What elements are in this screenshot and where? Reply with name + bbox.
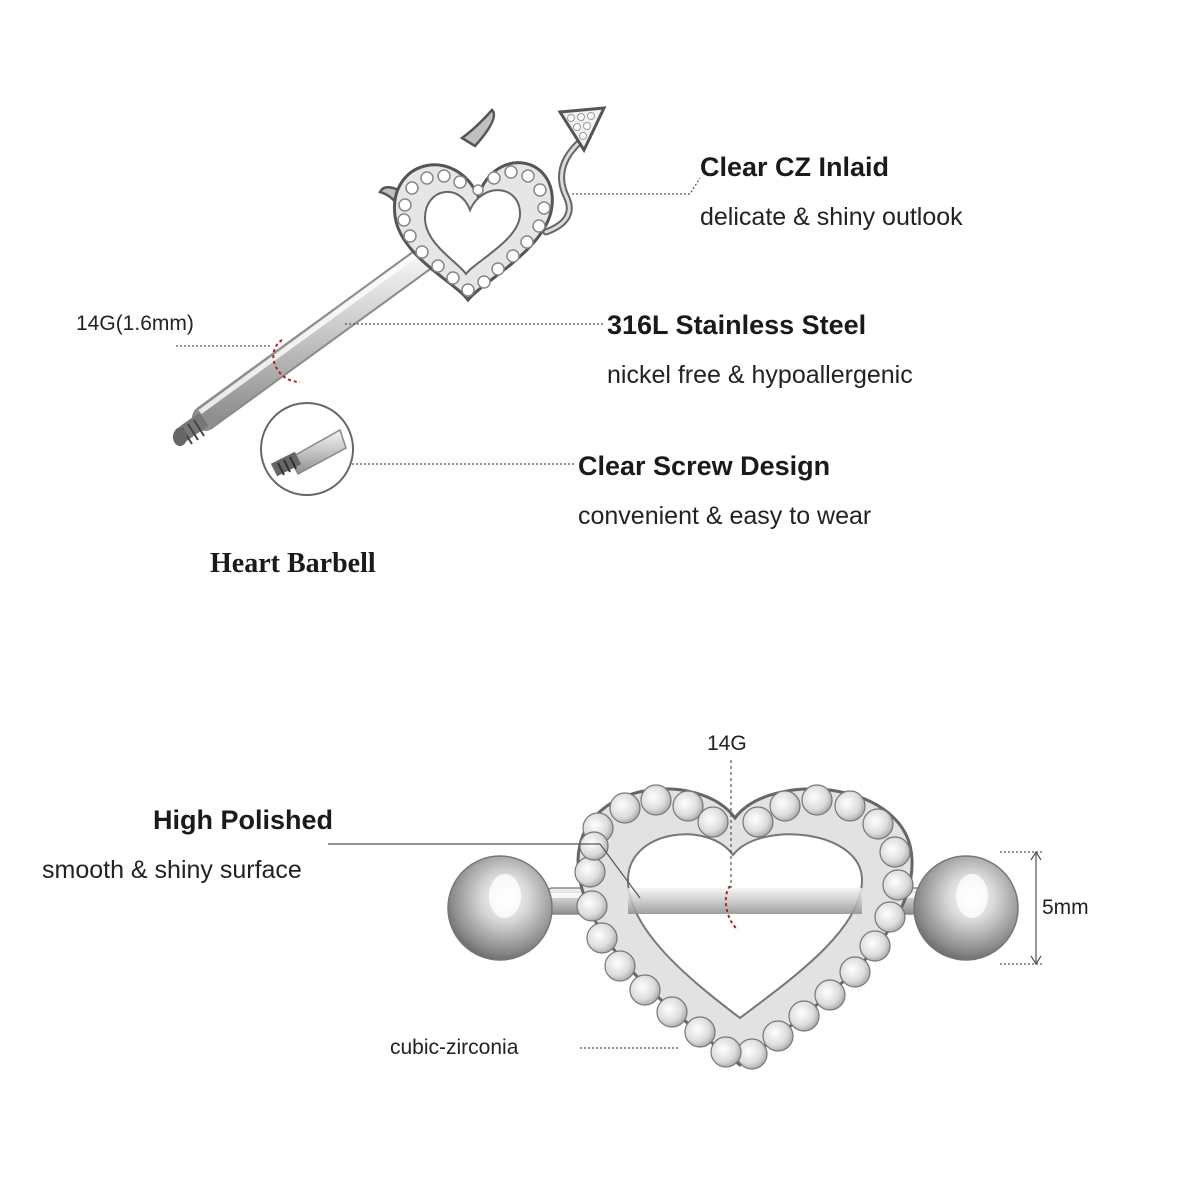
feature-screw-subtitle: convenient & easy to wear: [578, 502, 872, 530]
gauge-label-top: 14G(1.6mm): [76, 312, 194, 335]
barbell-shaft: [192, 245, 438, 431]
threaded-end: [173, 412, 209, 446]
screw-detail-inset: [260, 402, 354, 496]
feature-steel-subtitle: nickel free & hypoallergenic: [607, 361, 913, 389]
feature-cz-title: Clear CZ Inlaid: [700, 152, 890, 182]
polish-subtitle: smooth & shiny surface: [42, 856, 302, 884]
feature-steel-title: 316L Stainless Steel: [607, 310, 867, 340]
heart-shield-barbell: [447, 784, 1019, 1070]
gauge-marker-bottom: [724, 885, 739, 931]
polish-title: High Polished: [153, 805, 334, 835]
devil-heart-gems: [397, 165, 551, 297]
feature-screw-title: Clear Screw Design: [578, 451, 831, 481]
top-callout-lines: [176, 177, 701, 465]
stone-label: cubic-zirconia: [390, 1036, 519, 1059]
feature-cz-subtitle: delicate & shiny outlook: [700, 203, 963, 231]
devil-heart-opening: [423, 189, 522, 276]
heart-opening: [626, 833, 864, 1020]
ball-size-label: 5mm: [1042, 896, 1089, 919]
bottom-callout-lines: [328, 760, 1042, 1049]
gauge-label-bottom: 14G: [707, 732, 747, 755]
cubic-zirconia-stones: [574, 784, 914, 1070]
product-name: Heart Barbell: [210, 548, 376, 579]
devil-heart-barbell: [173, 106, 607, 446]
right-horn: [459, 108, 496, 148]
